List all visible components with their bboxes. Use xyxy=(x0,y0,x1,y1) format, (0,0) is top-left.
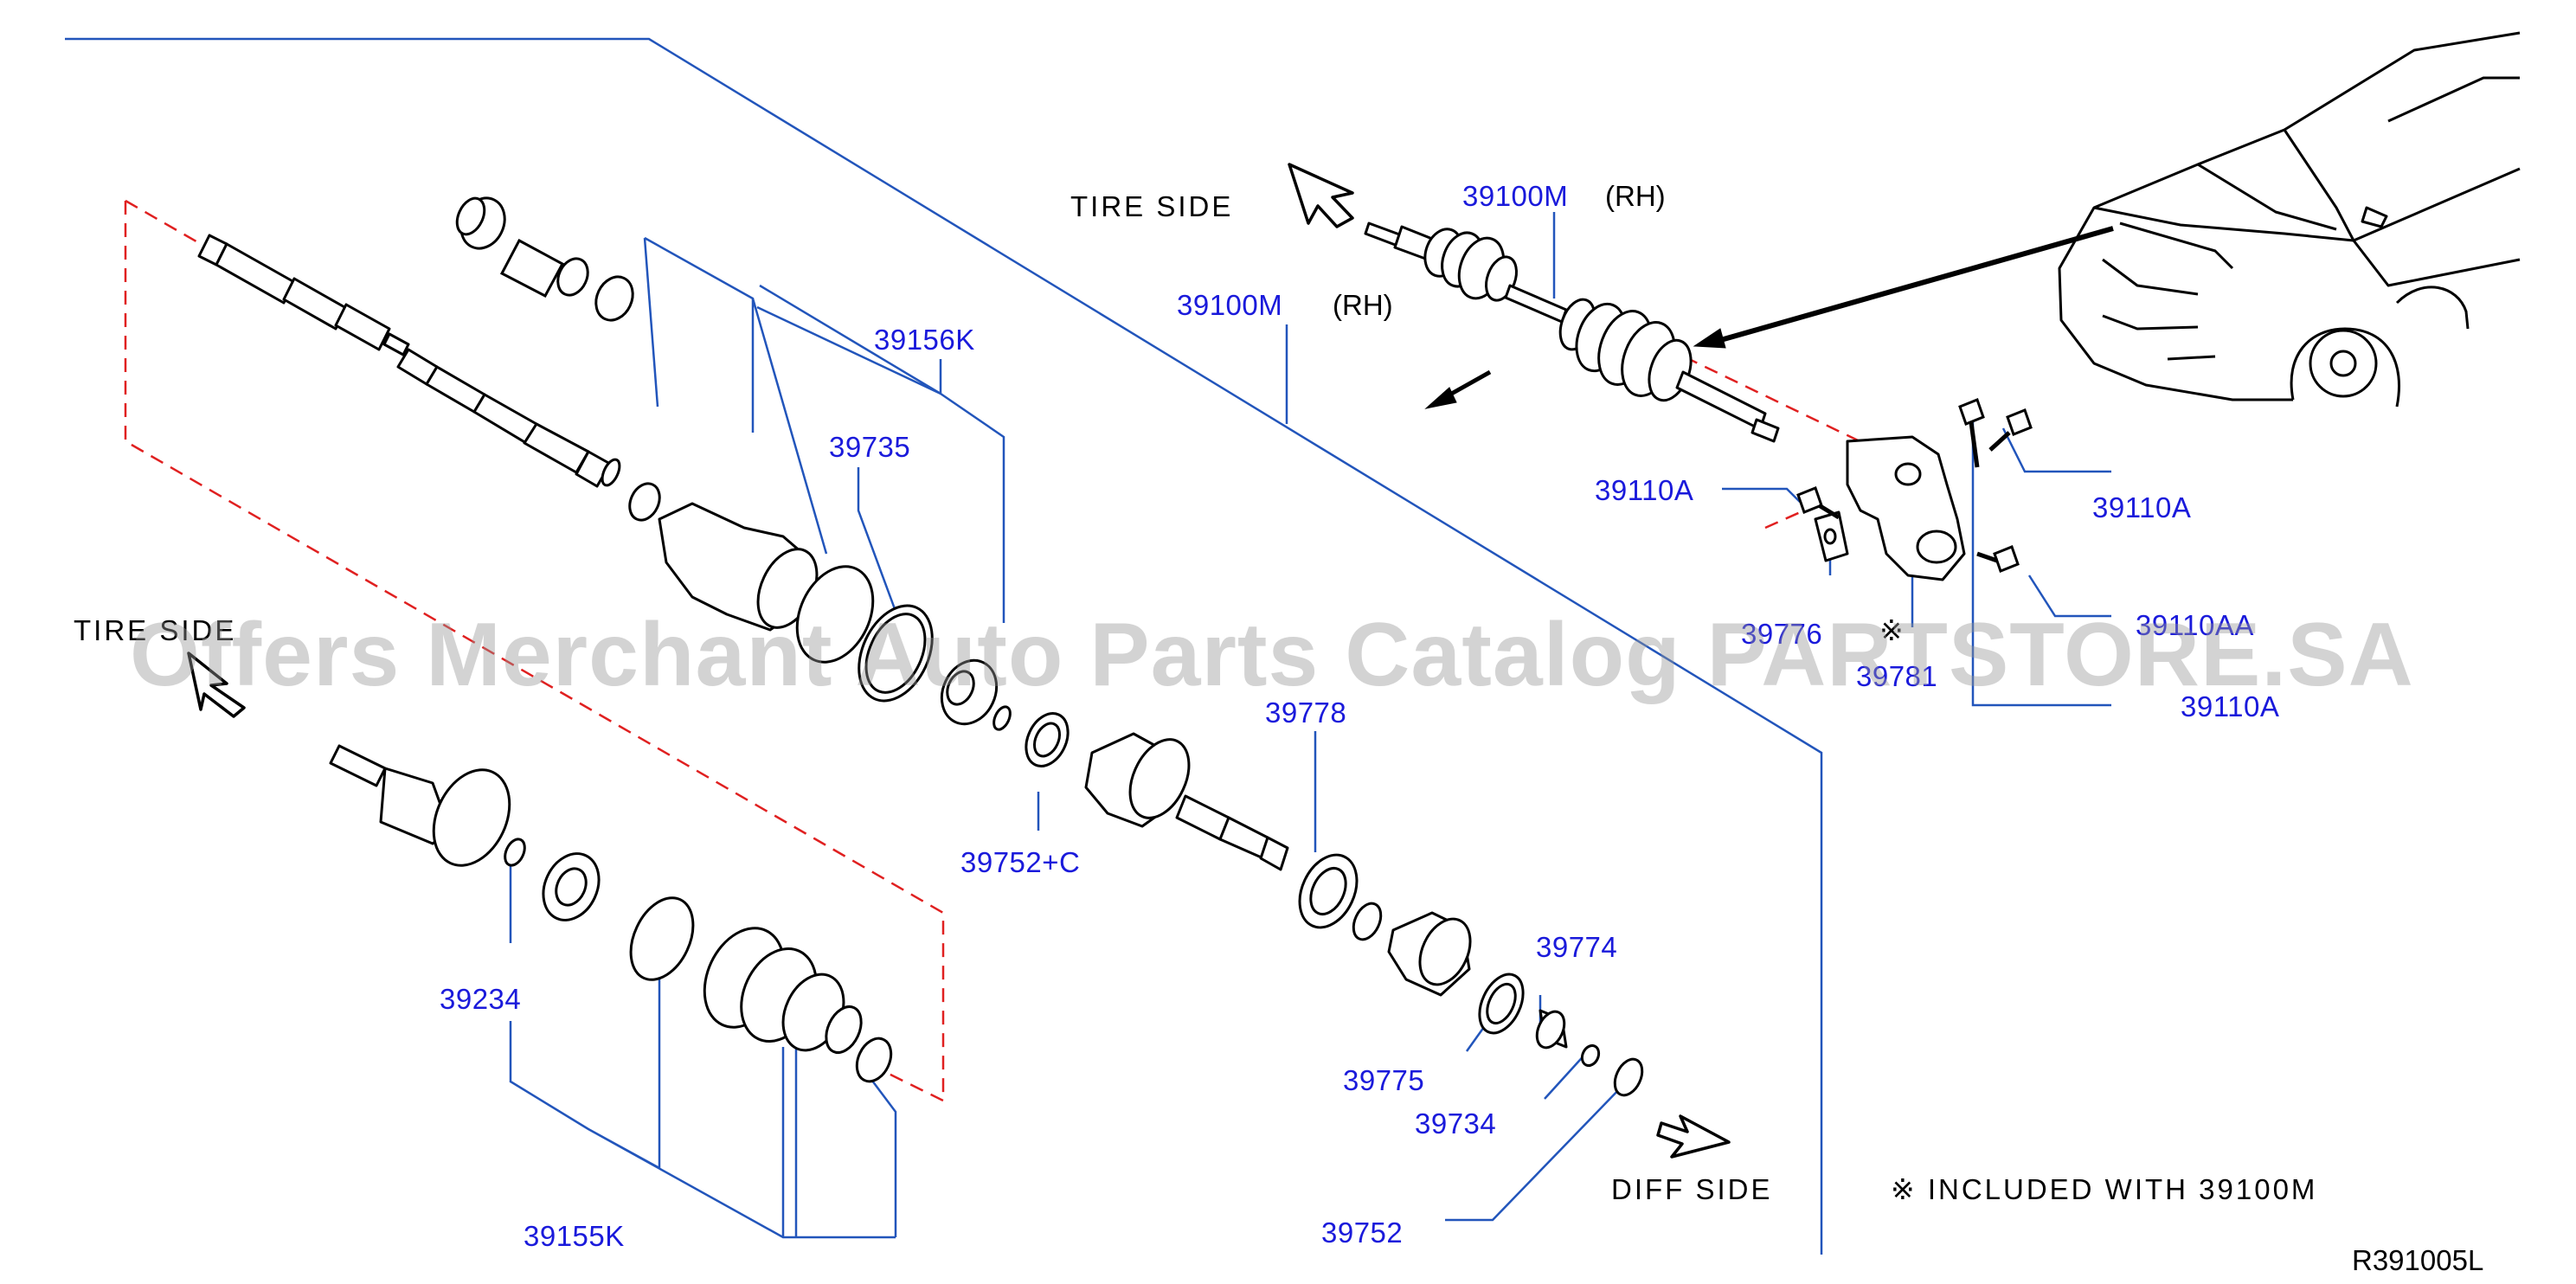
part-label-39776[interactable]: 39776 xyxy=(1741,618,1823,650)
tire-side-label-top: TIRE SIDE xyxy=(1070,190,1234,222)
leader-lines xyxy=(509,212,2111,1239)
part-label-39110A-lower[interactable]: 39110A xyxy=(2181,690,2280,722)
part-label-39775[interactable]: 39775 xyxy=(1343,1064,1425,1096)
part-label-39781[interactable]: 39781 xyxy=(1856,660,1938,692)
part-label-39234[interactable]: 39234 xyxy=(440,983,522,1015)
part-label-39156K[interactable]: 39156K xyxy=(874,324,975,356)
axle-shaft-icon xyxy=(197,234,621,488)
direction-arrow-icon xyxy=(187,163,1731,1159)
part-label-39110A-right[interactable]: 39110A xyxy=(2092,491,2192,523)
direction-arrow-icon xyxy=(1424,226,2114,409)
part-label-39774[interactable]: 39774 xyxy=(1536,931,1618,963)
included-note: ※ INCLUDED WITH 39100M xyxy=(1891,1173,2318,1205)
diff-side-label: DIFF SIDE xyxy=(1611,1173,1773,1205)
part-label-39100M[interactable]: 39100M xyxy=(1177,289,1283,321)
rh-tag-upper: (RH) xyxy=(1605,180,1666,212)
diagram-reference-code: R391005L xyxy=(2352,1244,2484,1276)
part-label-39110AA[interactable]: 39110AA xyxy=(2136,609,2254,641)
part-label-39155K[interactable]: 39155K xyxy=(524,1220,625,1252)
watermark: Offers Merchant Auto Parts Catalog PARTS… xyxy=(130,605,2414,705)
tire-side-label-left: TIRE SIDE xyxy=(74,614,237,646)
diagram-frame xyxy=(65,37,1823,1255)
sedan-car-icon xyxy=(2058,31,2521,408)
axle-shaft-icon xyxy=(1364,221,1780,443)
bushing-parts xyxy=(455,196,634,322)
rh-tag: (RH) xyxy=(1333,289,1393,321)
part-label-39735[interactable]: 39735 xyxy=(829,431,911,463)
bolt-icon xyxy=(1796,398,2033,573)
part-label-39752C[interactable]: 39752+C xyxy=(960,846,1081,878)
part-label-39734[interactable]: 39734 xyxy=(1415,1107,1497,1140)
assembly-dashed-outline xyxy=(124,199,1879,1103)
part-label-39110A-left[interactable]: 39110A xyxy=(1595,474,1694,506)
cv-joint-parts xyxy=(329,744,893,1083)
part-label-39752[interactable]: 39752 xyxy=(1321,1217,1404,1249)
bracket-icon xyxy=(1814,435,1966,581)
cv-joint-parts xyxy=(628,482,1644,1097)
part-label-39778[interactable]: 39778 xyxy=(1265,697,1347,729)
included-mark: ※ xyxy=(1879,614,1906,646)
part-label-39100M-upper[interactable]: 39100M xyxy=(1462,180,1569,212)
